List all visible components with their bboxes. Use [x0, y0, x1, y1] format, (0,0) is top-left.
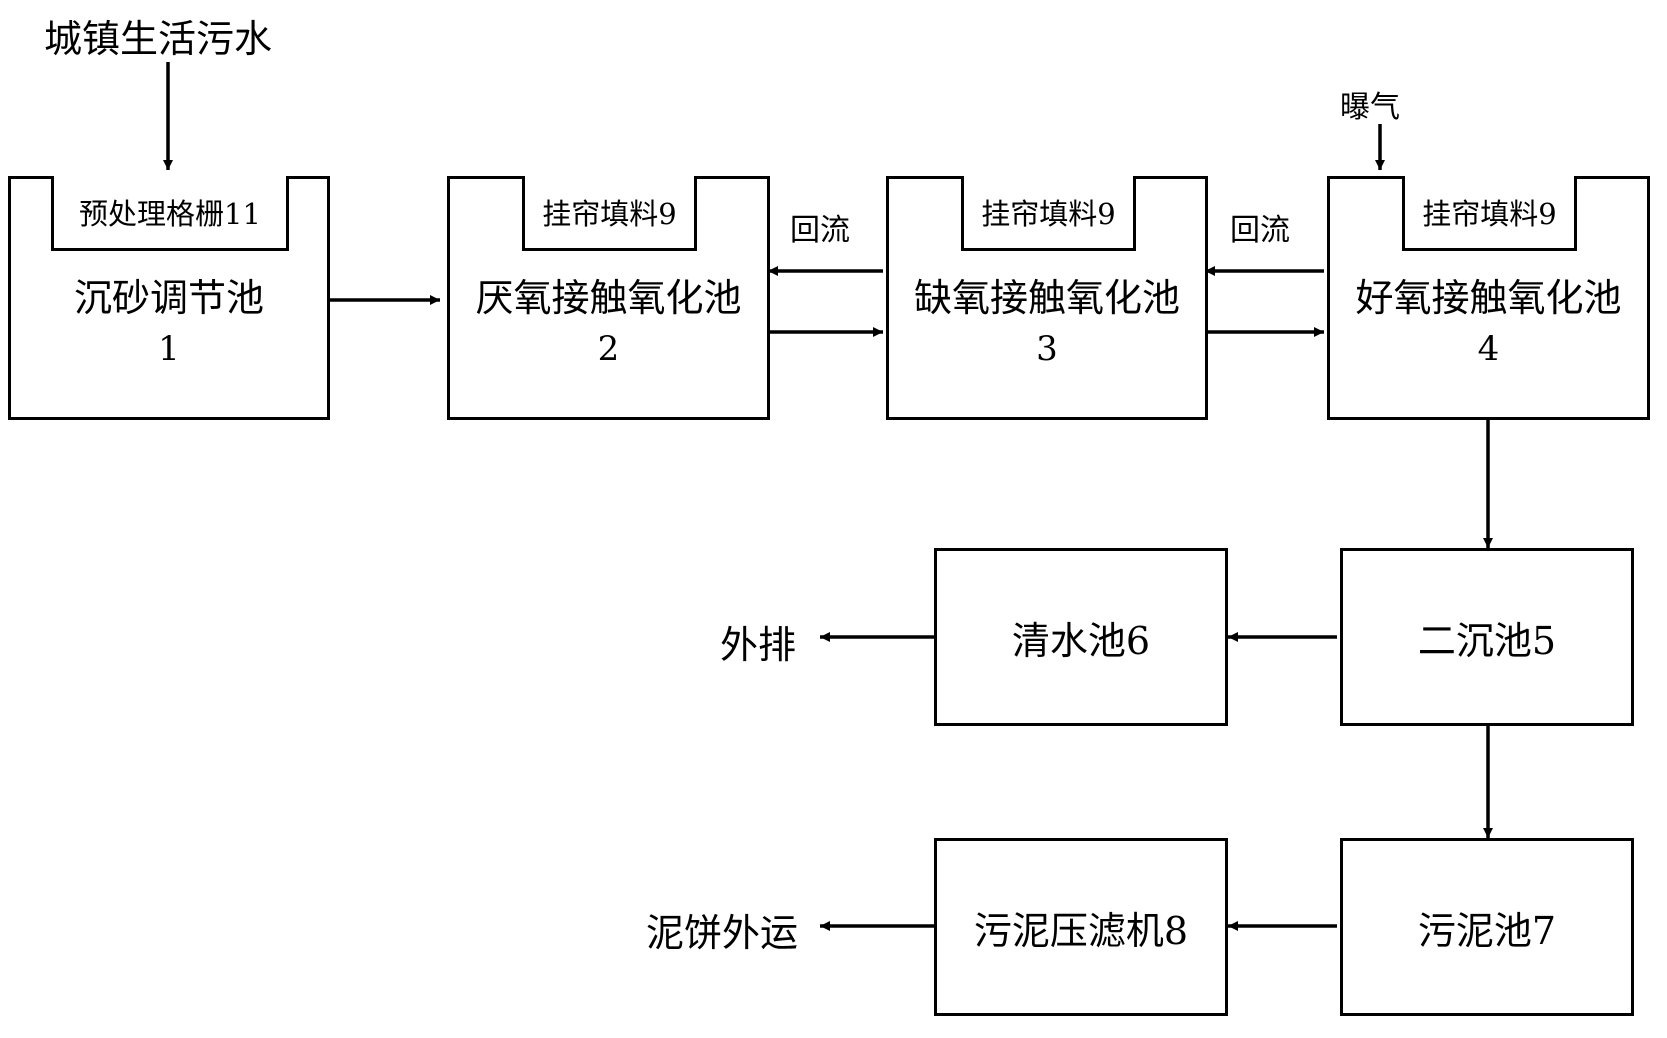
reflux-label-2: 回流: [1230, 213, 1290, 248]
tank-4-tag: 挂帘填料9: [1402, 175, 1577, 251]
tank-2: 挂帘填料9 厌氧接触氧化池 2: [447, 175, 770, 420]
tank-2-tag: 挂帘填料9: [522, 175, 697, 251]
clear-water-tank-box: 清水池6: [934, 548, 1228, 726]
tank-4: 挂帘填料9 好氧接触氧化池 4: [1327, 175, 1650, 420]
filter-press-box: 污泥压滤机8: [934, 838, 1228, 1016]
sludge-cake-label: 泥饼外运: [646, 911, 799, 955]
input-label: 城镇生活污水: [44, 17, 273, 61]
filter-press-label: 污泥压滤机8: [973, 908, 1189, 953]
clear-water-tank-label: 清水池6: [1011, 618, 1151, 663]
reflux-label-1: 回流: [790, 213, 850, 248]
tank-1-tag: 预处理格栅11: [51, 175, 289, 251]
tank-3: 挂帘填料9 缺氧接触氧化池 3: [886, 175, 1208, 420]
sludge-tank-box: 污泥池7: [1340, 838, 1634, 1016]
tank-3-tag: 挂帘填料9: [961, 175, 1136, 251]
sludge-tank-label: 污泥池7: [1417, 908, 1557, 953]
tank-2-number: 2: [597, 329, 620, 369]
aeration-label: 曝气: [1340, 90, 1400, 125]
tank-1-name: 沉砂调节池: [73, 276, 264, 320]
secondary-clarifier-box: 二沉池5: [1340, 548, 1634, 726]
tank-1-number: 1: [158, 329, 180, 369]
tank-3-name: 缺氧接触氧化池: [913, 276, 1180, 320]
tank-1: 预处理格栅11 沉砂调节池 1: [8, 175, 330, 420]
tank-4-name: 好氧接触氧化池: [1355, 276, 1622, 320]
discharge-label: 外排: [720, 623, 797, 667]
tank-3-number: 3: [1036, 329, 1058, 369]
secondary-clarifier-label: 二沉池5: [1417, 618, 1557, 663]
tank-4-number: 4: [1477, 329, 1500, 369]
tank-2-name: 厌氧接触氧化池: [475, 276, 742, 320]
